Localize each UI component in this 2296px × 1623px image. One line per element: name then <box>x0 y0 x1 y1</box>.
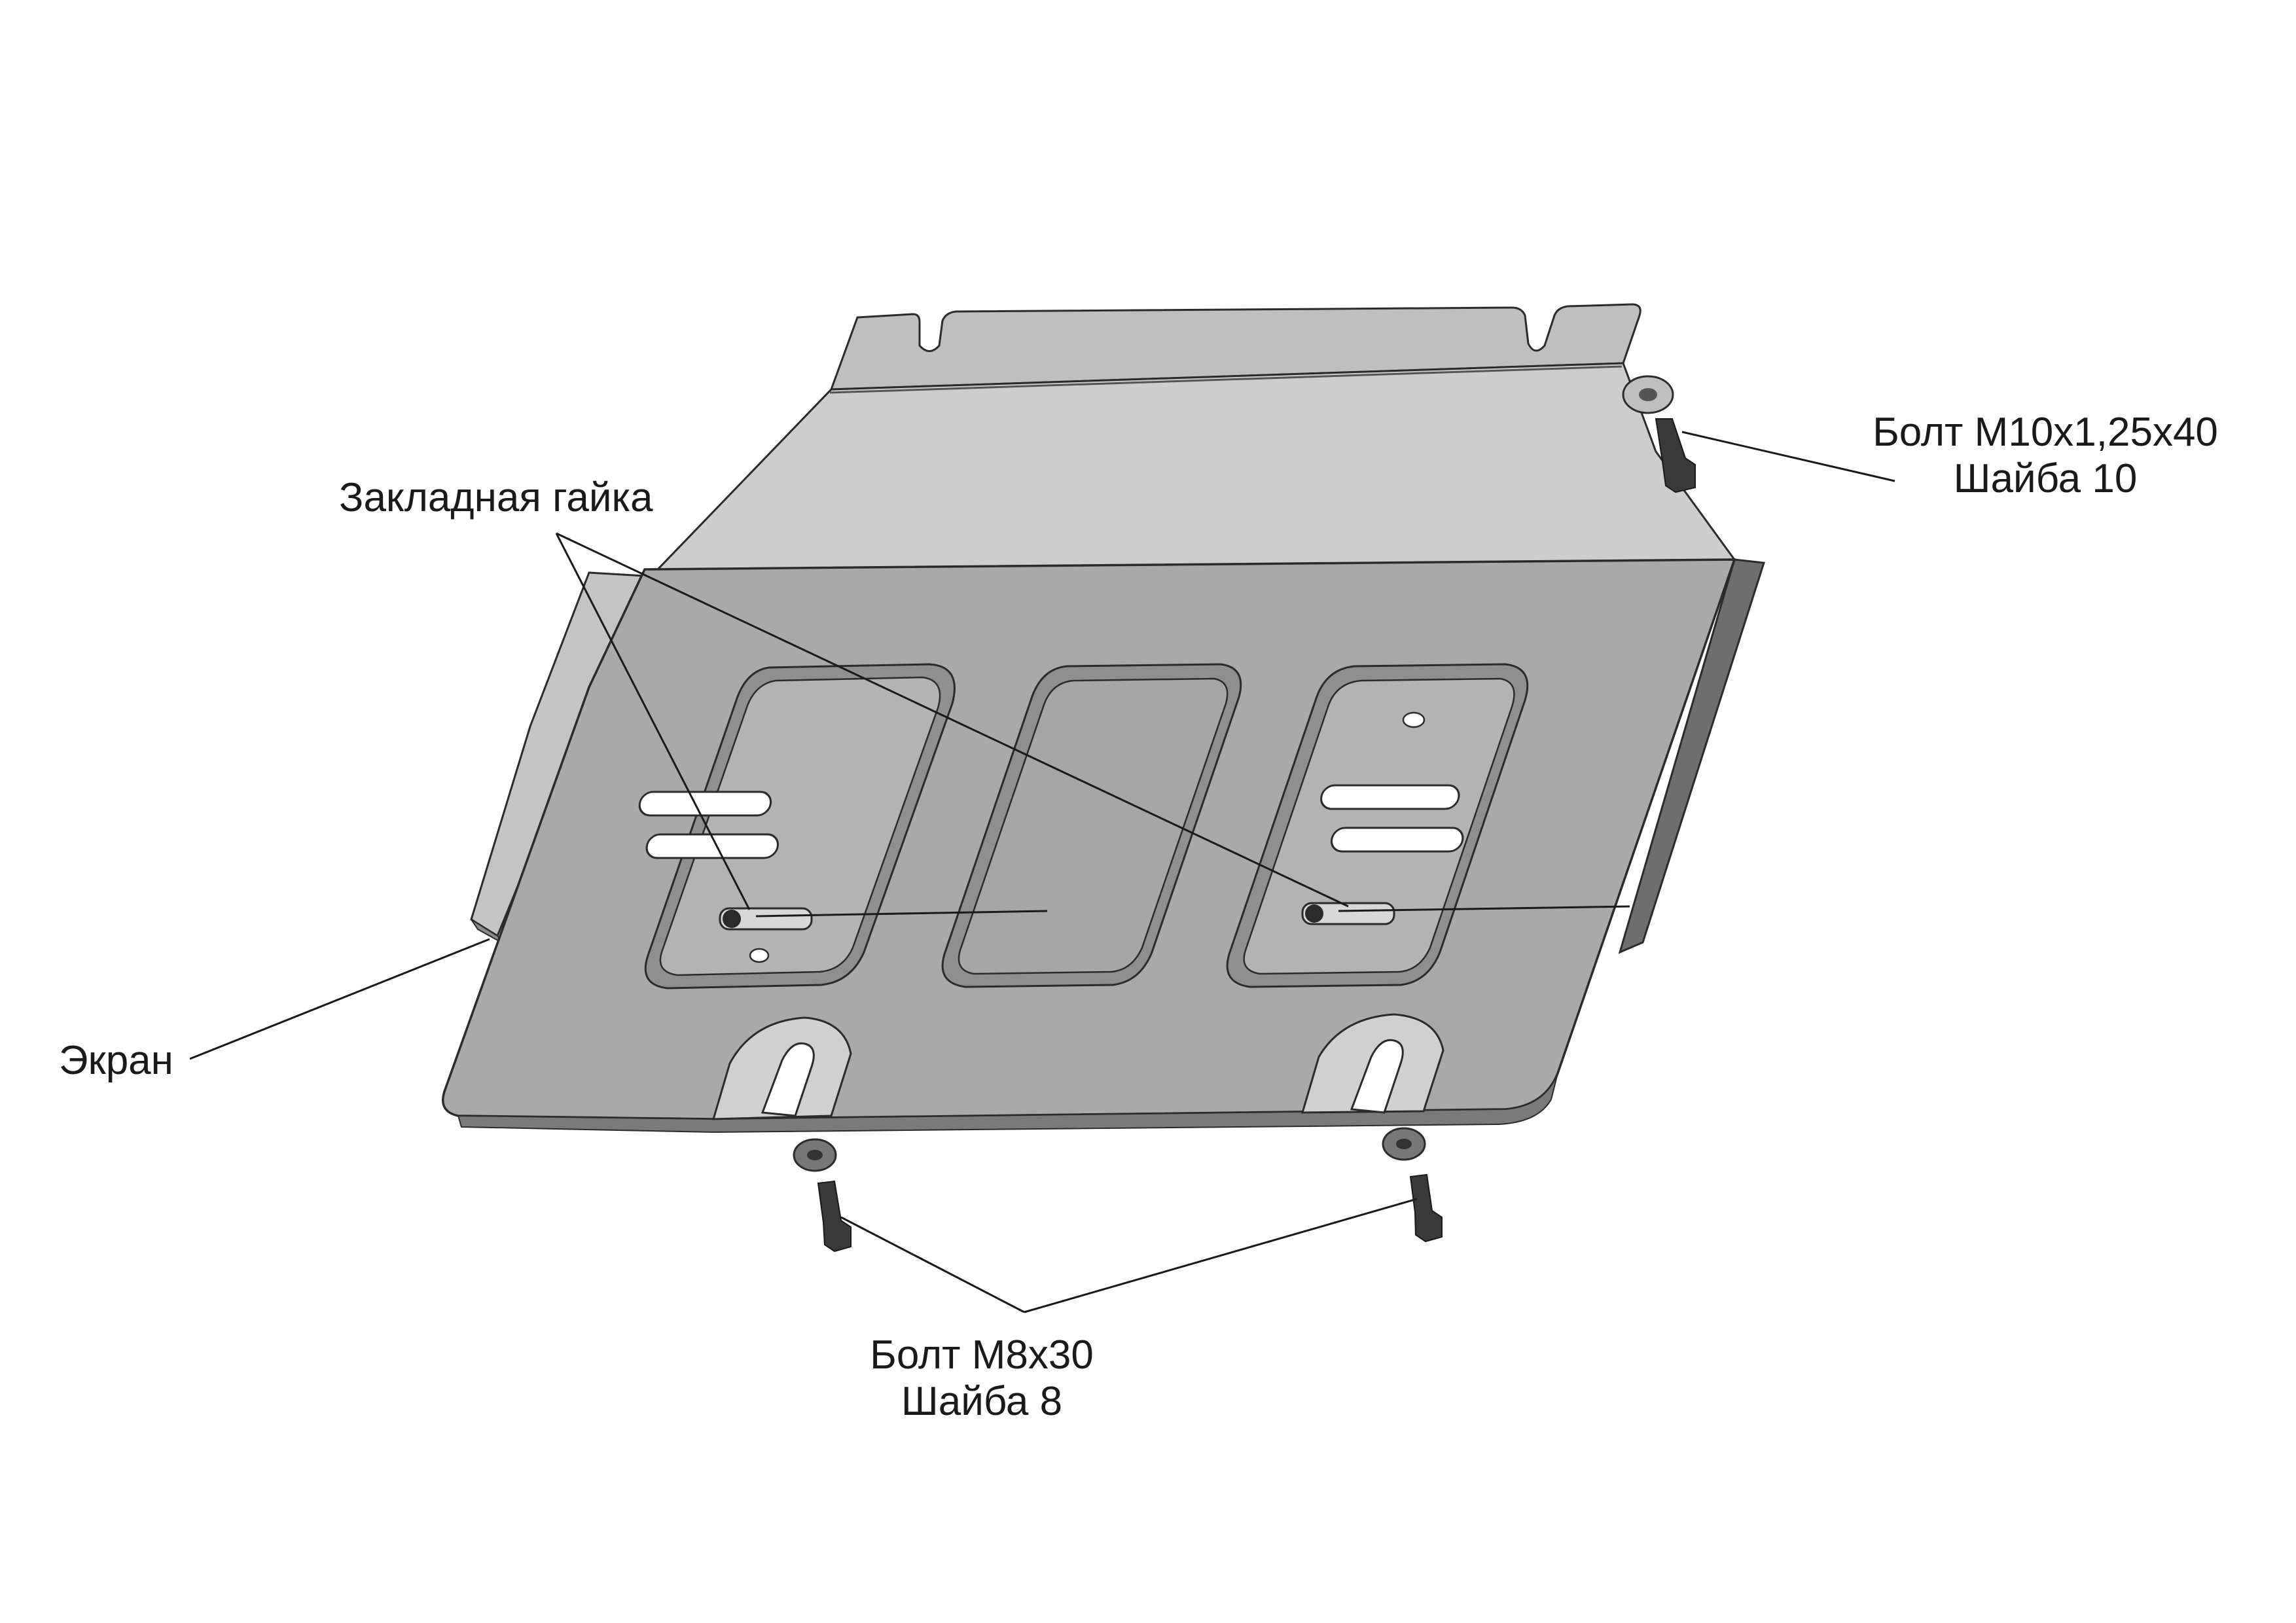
bolt-bottom-right-icon <box>1409 1173 1443 1243</box>
label-bolt-top-line1: Болт М10х1,25х40 <box>1873 410 2218 455</box>
label-embedded-nut: Закладная гайка <box>339 475 653 520</box>
embedded-nut-left-icon <box>719 907 813 931</box>
leader-nut-left <box>555 533 751 910</box>
label-bolt-bottom-line1: Болт М8х30 <box>870 1332 1094 1378</box>
nut-hole-right-icon <box>1305 904 1323 923</box>
leader-bolt-bottom-left <box>840 1216 1025 1313</box>
window-middle-inner <box>958 677 1229 975</box>
label-bolt-top: Болт М10х1,25х40 Шайба 10 <box>1833 409 2258 503</box>
top-flange <box>829 303 1641 391</box>
leader-bolt-bottom-right <box>1024 1198 1418 1313</box>
leader-nut-right <box>556 532 1349 908</box>
leader-screen <box>189 938 490 1060</box>
bottom-slot-right-cut <box>1350 1039 1404 1114</box>
hole-left-icon <box>749 948 770 963</box>
slot-left-2 <box>645 833 779 859</box>
bend-line-upper <box>829 365 1623 394</box>
leader-nut-left-ext <box>755 910 1048 918</box>
bolt-top-icon <box>1655 418 1696 493</box>
bolt-bottom-left-icon <box>817 1180 852 1253</box>
leader-bolt-top <box>1681 431 1895 482</box>
slot-right-1 <box>1320 784 1460 810</box>
window-left-inner <box>659 676 941 976</box>
sloped-top-face <box>655 362 1736 571</box>
label-bolt-top-line2: Шайба 10 <box>1953 456 2138 502</box>
slot-left-1 <box>638 791 772 817</box>
bottom-slot-left-cut <box>761 1042 815 1117</box>
hole-right-icon <box>1402 711 1426 728</box>
embedded-nut-right-icon <box>1301 902 1395 925</box>
window-right-inner <box>1243 677 1515 975</box>
bottom-rim <box>457 1073 1558 1133</box>
slot-right-2 <box>1330 827 1464 853</box>
label-bolt-bottom-line2: Шайба 8 <box>901 1379 1063 1425</box>
label-screen: Экран <box>59 1038 173 1083</box>
label-bolt-bottom: Болт М8х30 Шайба 8 <box>812 1332 1152 1425</box>
right-side-edge <box>1618 558 1765 954</box>
nut-hole-left-icon <box>723 910 741 928</box>
leader-lines <box>189 431 1895 1313</box>
leader-nut-right-ext <box>1338 905 1630 912</box>
